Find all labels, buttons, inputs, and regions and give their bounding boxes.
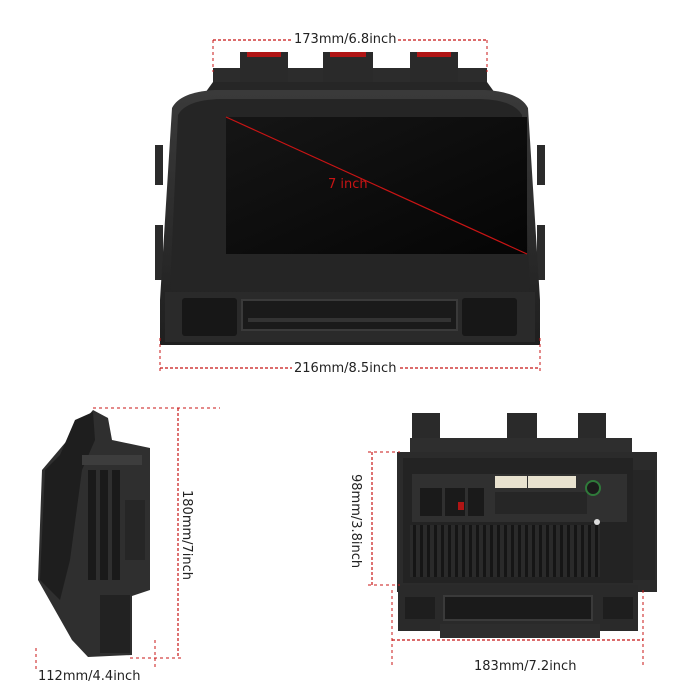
red-connector: [458, 502, 464, 510]
front-lower-console: [165, 292, 535, 342]
heat-sink: [410, 525, 600, 577]
connector: [468, 488, 484, 516]
side-height-label: 180mm/7inch: [179, 488, 194, 583]
connector: [420, 488, 442, 516]
back-screw: [594, 519, 600, 525]
side-depth-label: 112mm/4.4inch: [36, 669, 143, 684]
right-side-tab: [537, 225, 545, 280]
gps-connector: [585, 480, 601, 496]
back-view: [397, 413, 657, 638]
white-connector: [495, 476, 527, 488]
center-slot: [241, 299, 458, 331]
back-height-label: 98mm/3.8inch: [348, 472, 363, 571]
white-connector: [528, 476, 576, 488]
bottom-width-label: 216mm/8.5inch: [292, 361, 399, 376]
side-bezel-profile: [40, 412, 95, 600]
side-view: [38, 410, 150, 657]
left-side-tab: [155, 145, 163, 185]
back-width-label: 183mm/7.2inch: [472, 659, 579, 674]
screen-diagonal-label: 7 inch: [328, 177, 368, 192]
top-width-label: 173mm/6.8inch: [292, 32, 399, 47]
left-side-tab: [155, 225, 163, 280]
right-side-tab: [537, 145, 545, 185]
front-view: [155, 52, 545, 345]
right-button-block: [462, 298, 517, 336]
left-button-block: [182, 298, 237, 336]
